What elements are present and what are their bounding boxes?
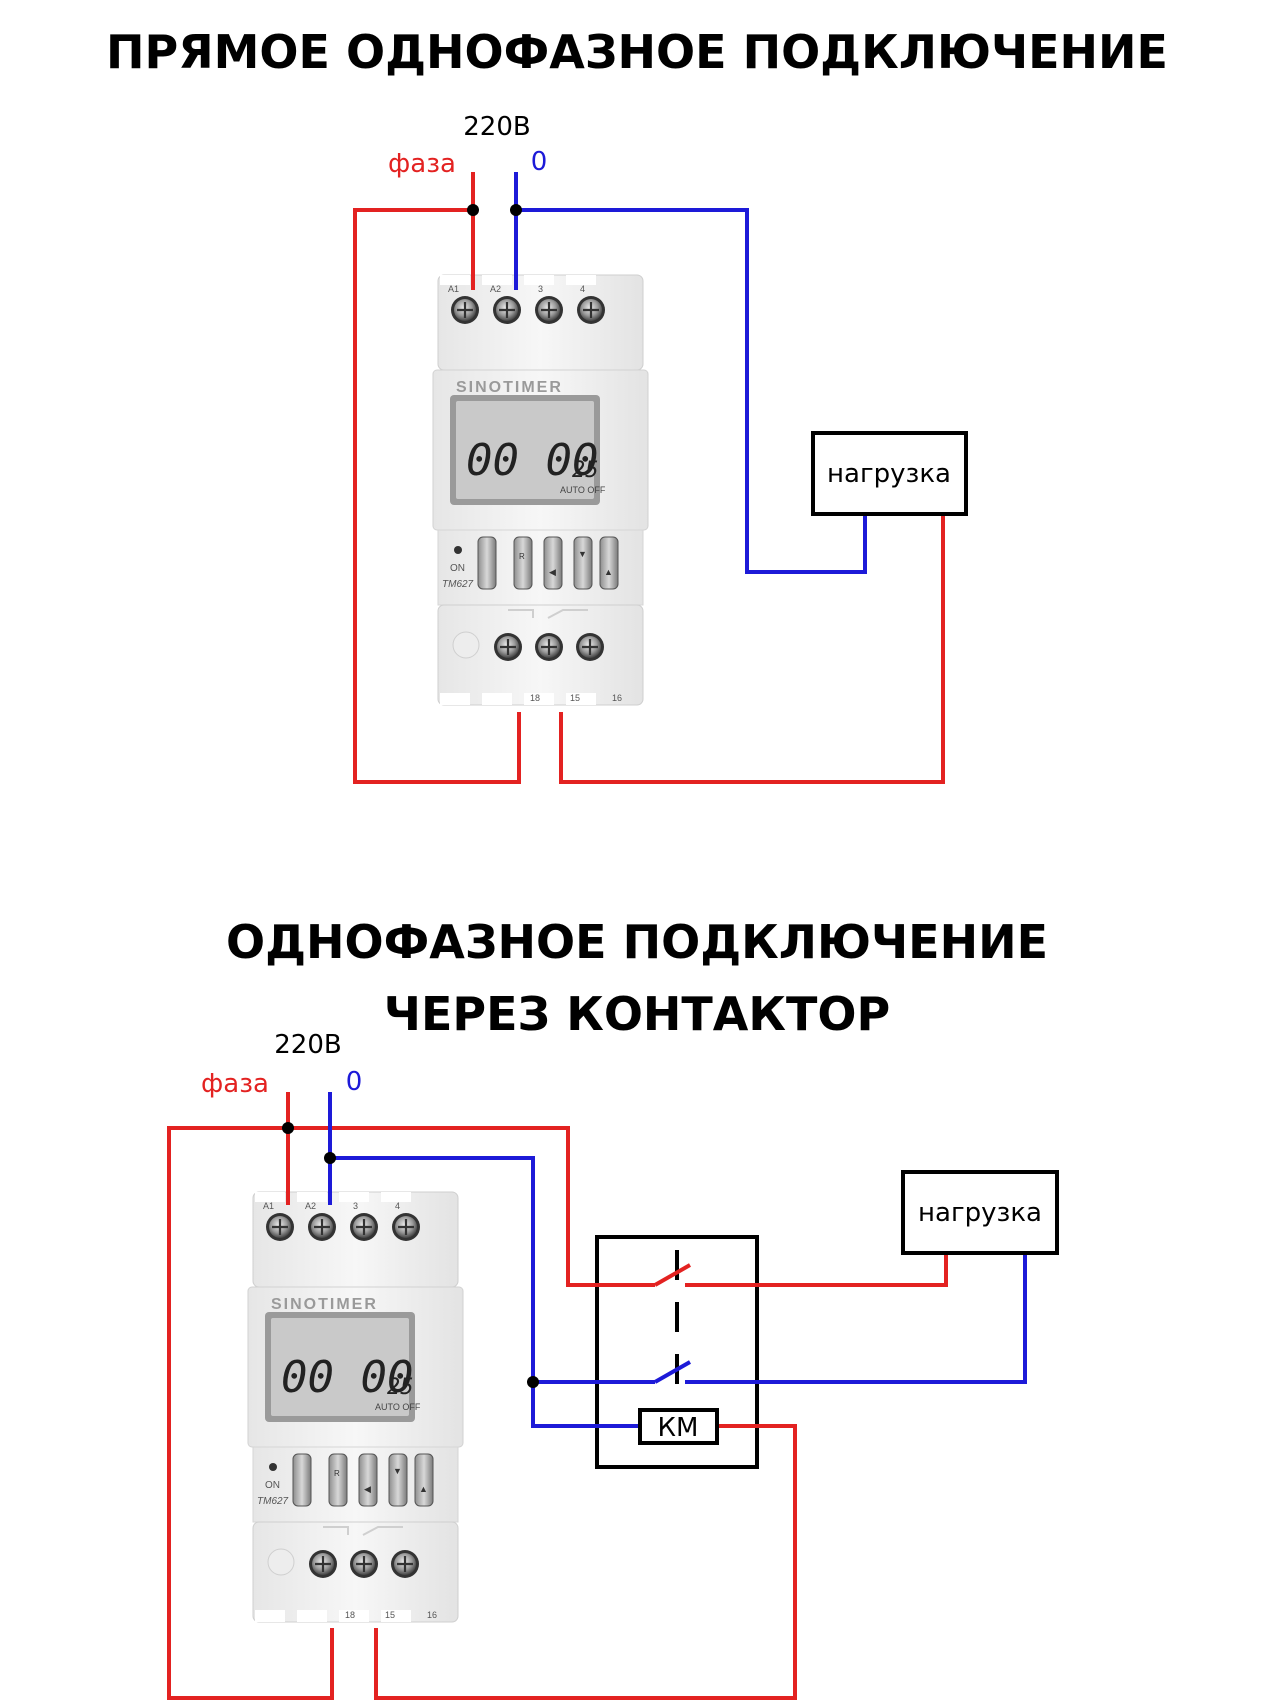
neutral-wire-to-load bbox=[516, 208, 867, 574]
terminal-a2-label: A2 bbox=[305, 1201, 316, 1211]
device-display-main: 00 00 bbox=[281, 1352, 413, 1403]
button-left-glyph: ◀ bbox=[549, 567, 556, 577]
device-display-status: AUTO OFF bbox=[560, 485, 606, 495]
terminal-3-label: 3 bbox=[353, 1201, 358, 1211]
diagram2-neutral-label: 0 bbox=[346, 1067, 363, 1097]
terminal-15-label: 15 bbox=[385, 1610, 395, 1620]
phase-wire-to-contact bbox=[288, 1126, 655, 1287]
diagram2-load-label: нагрузка bbox=[918, 1198, 1042, 1228]
junction-neutral-3 bbox=[527, 1376, 539, 1388]
diagram1-voltage-label: 220В bbox=[463, 112, 530, 142]
device-display-status: AUTO OFF bbox=[375, 1402, 421, 1412]
device-display-seconds: 25 bbox=[572, 458, 599, 483]
device-led-label: ON bbox=[265, 1480, 280, 1491]
diagram2-load-box bbox=[901, 1170, 1059, 1255]
terminal-4-label: 4 bbox=[395, 1201, 400, 1211]
contactor-box bbox=[595, 1235, 759, 1469]
diagram1-neutral-label: 0 bbox=[531, 147, 548, 177]
diagram1-load-label: нагрузка bbox=[827, 459, 951, 489]
contact-to-load-wire bbox=[685, 1253, 948, 1287]
device-brand: SINOTIMER bbox=[271, 1296, 378, 1313]
terminal-a1-label: A1 bbox=[448, 284, 459, 294]
button-up-glyph: ▲ bbox=[419, 1484, 428, 1494]
output-wire-15-to-load bbox=[559, 514, 945, 784]
contact-to-load-neutral bbox=[685, 1253, 1027, 1384]
terminal-3-label: 3 bbox=[538, 284, 543, 294]
junction-neutral-1 bbox=[510, 204, 522, 216]
timer-device-2: A1 A2 3 4 SINOTIMER 00 00 25 AUTO OFF ON… bbox=[246, 1190, 465, 1624]
power-contact-blade bbox=[654, 1263, 691, 1287]
device-display-main: 00 00 bbox=[466, 435, 598, 486]
device-brand: SINOTIMER bbox=[456, 379, 563, 396]
terminal-4-label: 4 bbox=[580, 284, 585, 294]
junction-neutral-2 bbox=[324, 1152, 336, 1164]
diagram1-load-box bbox=[811, 431, 968, 516]
device-model: TM627 bbox=[257, 1496, 289, 1507]
contactor-coil-label: КМ bbox=[658, 1413, 699, 1443]
diagram2-phase-label: фаза bbox=[201, 1069, 269, 1099]
diagram2-title-line2: ЧЕРЕЗ КОНТАКТОР bbox=[384, 987, 890, 1041]
timer-device-1: A1 A2 3 4 SINOTIMER 00 00 25 AUTO OFF ON… bbox=[431, 273, 650, 707]
terminal-15-label: 15 bbox=[570, 693, 580, 703]
junction-phase-2 bbox=[282, 1122, 294, 1134]
terminal-18-label: 18 bbox=[345, 1610, 355, 1620]
terminal-16-label: 16 bbox=[427, 1610, 437, 1620]
button-down-glyph: ▼ bbox=[578, 549, 587, 559]
diagram1-title: ПРЯМОЕ ОДНОФАЗНОЕ ПОДКЛЮЧЕНИЕ bbox=[106, 25, 1168, 79]
contactor-coil-box bbox=[638, 1408, 719, 1445]
junction-phase-1 bbox=[467, 204, 479, 216]
neutral-contact-blade bbox=[654, 1360, 691, 1384]
button-left-glyph: ◀ bbox=[364, 1484, 371, 1494]
button-r-glyph: R bbox=[334, 1469, 340, 1478]
device-display-seconds: 25 bbox=[387, 1375, 414, 1400]
diagram2-voltage-label: 220В bbox=[274, 1030, 341, 1060]
phase-wire-to-18 bbox=[353, 208, 521, 784]
button-r-glyph: R bbox=[519, 552, 525, 561]
output-wire-15-to-coil bbox=[374, 1424, 797, 1700]
terminal-a2-label: A2 bbox=[490, 284, 501, 294]
diagram1-wires bbox=[353, 172, 945, 784]
diagram2-wires bbox=[167, 1092, 1027, 1700]
terminal-a1-label: A1 bbox=[263, 1201, 274, 1211]
neutral-wire-to-coil bbox=[330, 1156, 640, 1428]
phase-wire-to-18 bbox=[167, 1126, 334, 1700]
device-model: TM627 bbox=[442, 579, 474, 590]
diagram1-phase-label: фаза bbox=[388, 149, 456, 179]
button-up-glyph: ▲ bbox=[604, 567, 613, 577]
terminal-16-label: 16 bbox=[612, 693, 622, 703]
terminal-18-label: 18 bbox=[530, 693, 540, 703]
diagram2-title-line1: ОДНОФАЗНОЕ ПОДКЛЮЧЕНИЕ bbox=[226, 915, 1048, 969]
device-led-label: ON bbox=[450, 563, 465, 574]
button-down-glyph: ▼ bbox=[393, 1466, 402, 1476]
